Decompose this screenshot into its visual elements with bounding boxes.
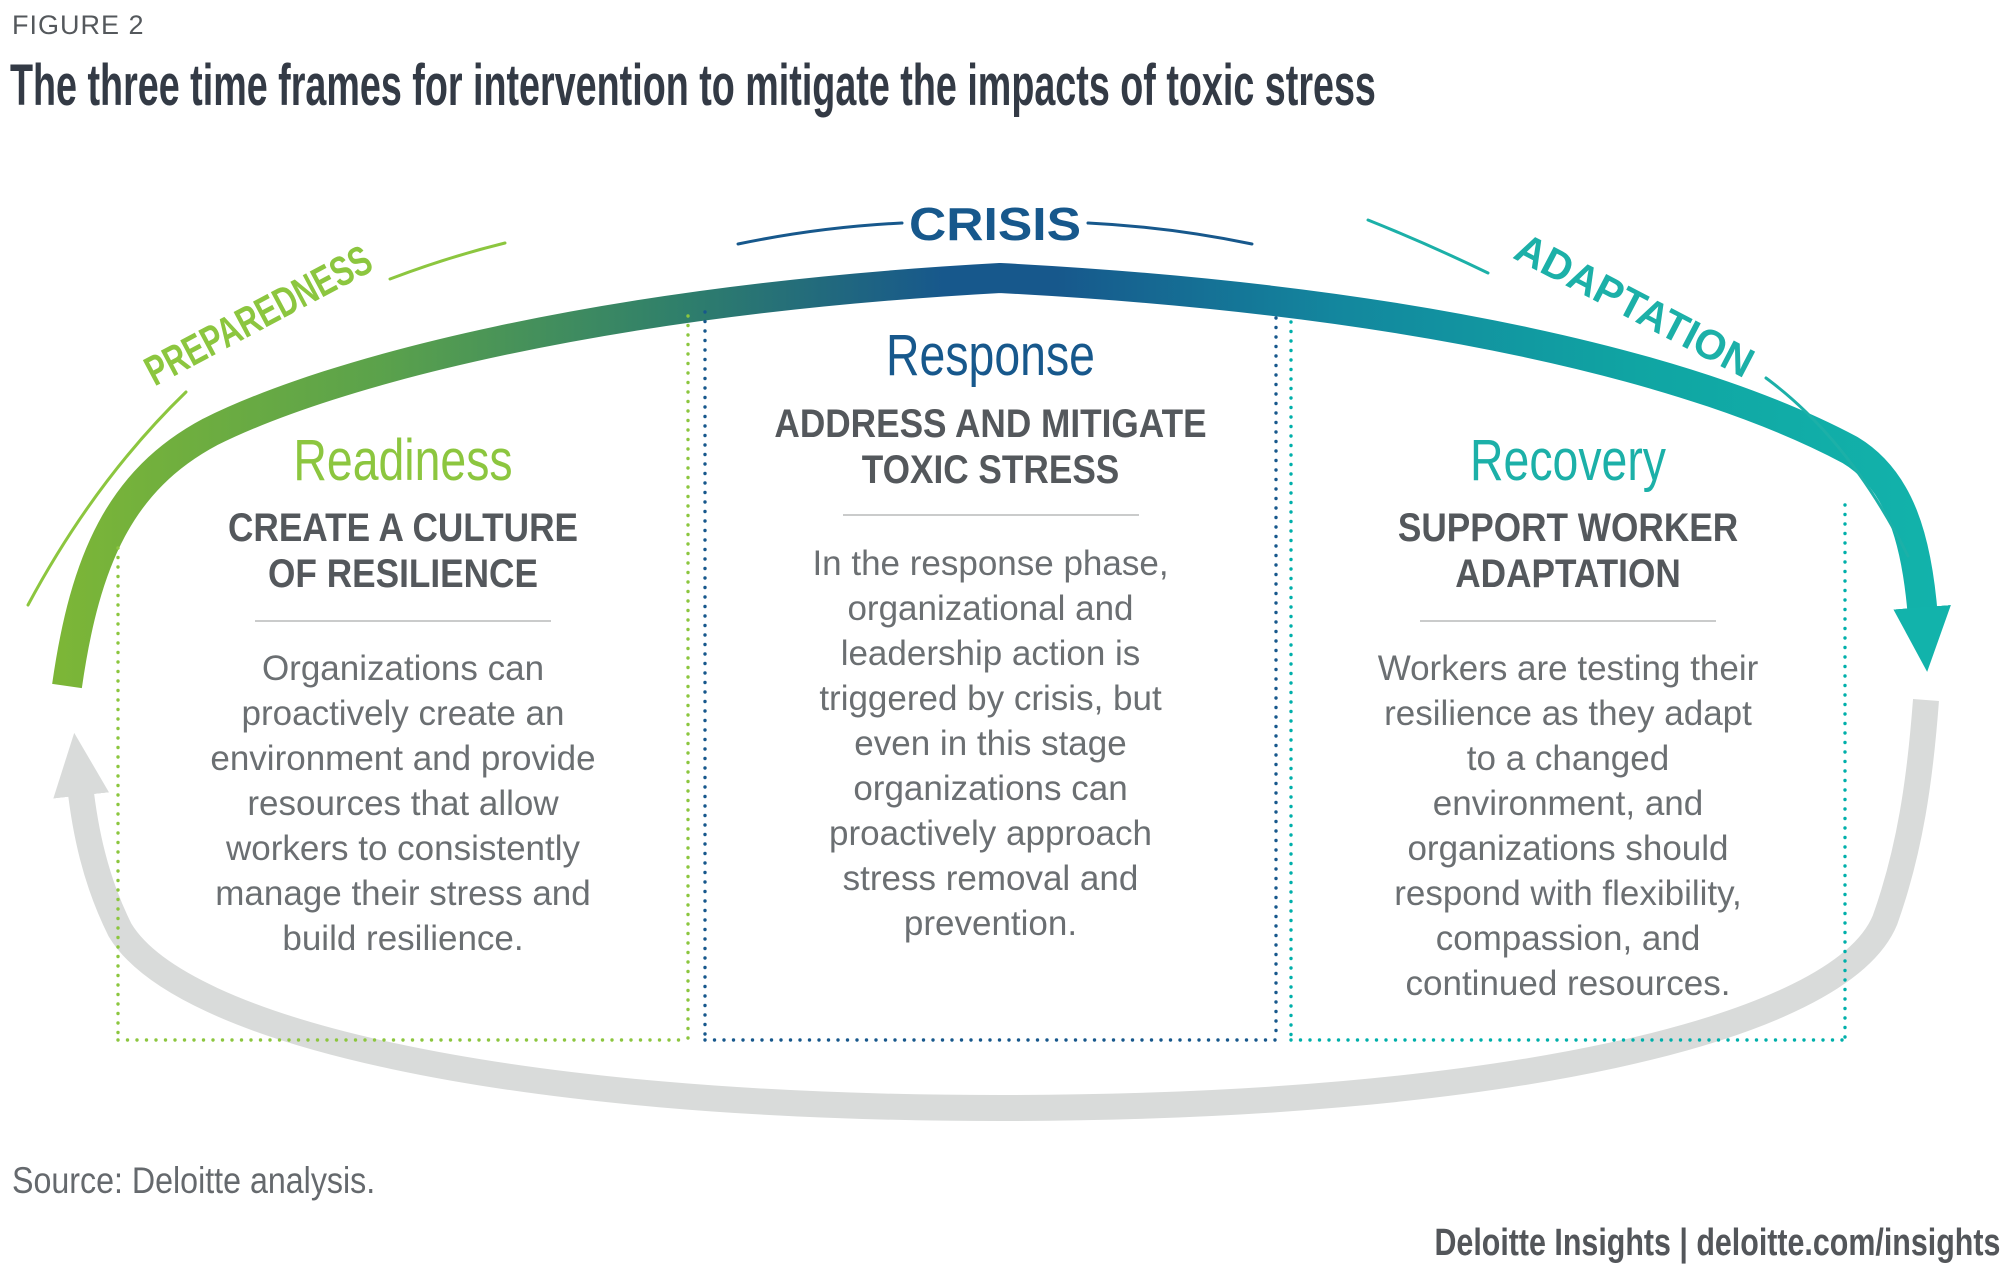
panel-recovery-body: Workers are testing their resilience as … [1377,649,1759,1003]
panel-response: Response ADDRESS AND MITIGATE TOXIC STRE… [705,0,1276,1060]
figure-number-label: FIGURE 2 [12,10,145,40]
phase-label-crisis: CRISIS [909,198,1081,250]
panel-readiness: Readiness CREATE A CULTURE OF RESILIENCE… [118,0,688,1060]
panel-recovery-heading: Recovery [1470,428,1666,493]
panel-recovery: Recovery SUPPORT WORKER ADAPTATION Worke… [1291,0,1845,1060]
panel-readiness-body: Organizations can proactively create an … [210,649,596,958]
panel-readiness-heading: Readiness [293,428,513,493]
panel-recovery-divider [1420,620,1716,622]
panel-response-divider [842,514,1139,516]
source-note: Source: Deloitte analysis. [12,1160,376,1201]
adaptation-flank-right [1764,376,1910,558]
crisis-flank-right [1086,221,1254,246]
return-arc [53,699,1939,1122]
figure-title: The three time frames for intervention t… [10,53,1376,118]
panel-recovery-subheading: SUPPORT WORKER ADAPTATION [1397,506,1739,596]
adaptation-flank-left [1366,218,1490,275]
preparedness-flank-right [388,241,507,281]
panel-readiness-divider [255,620,551,622]
preparedness-flank-left [26,390,188,607]
panel-response-body: In the response phase, organizational an… [812,544,1169,943]
panel-readiness-subheading: CREATE A CULTURE OF RESILIENCE [227,506,579,596]
panel-response-subheading: ADDRESS AND MITIGATE TOXIC STRESS [774,402,1207,492]
crisis-flank-left [736,221,904,246]
panel-response-heading: Response [886,323,1095,388]
deloitte-insights-footer: Deloitte Insights | deloitte.com/insight… [1434,1222,2000,1264]
timeline-arc [52,262,1951,689]
